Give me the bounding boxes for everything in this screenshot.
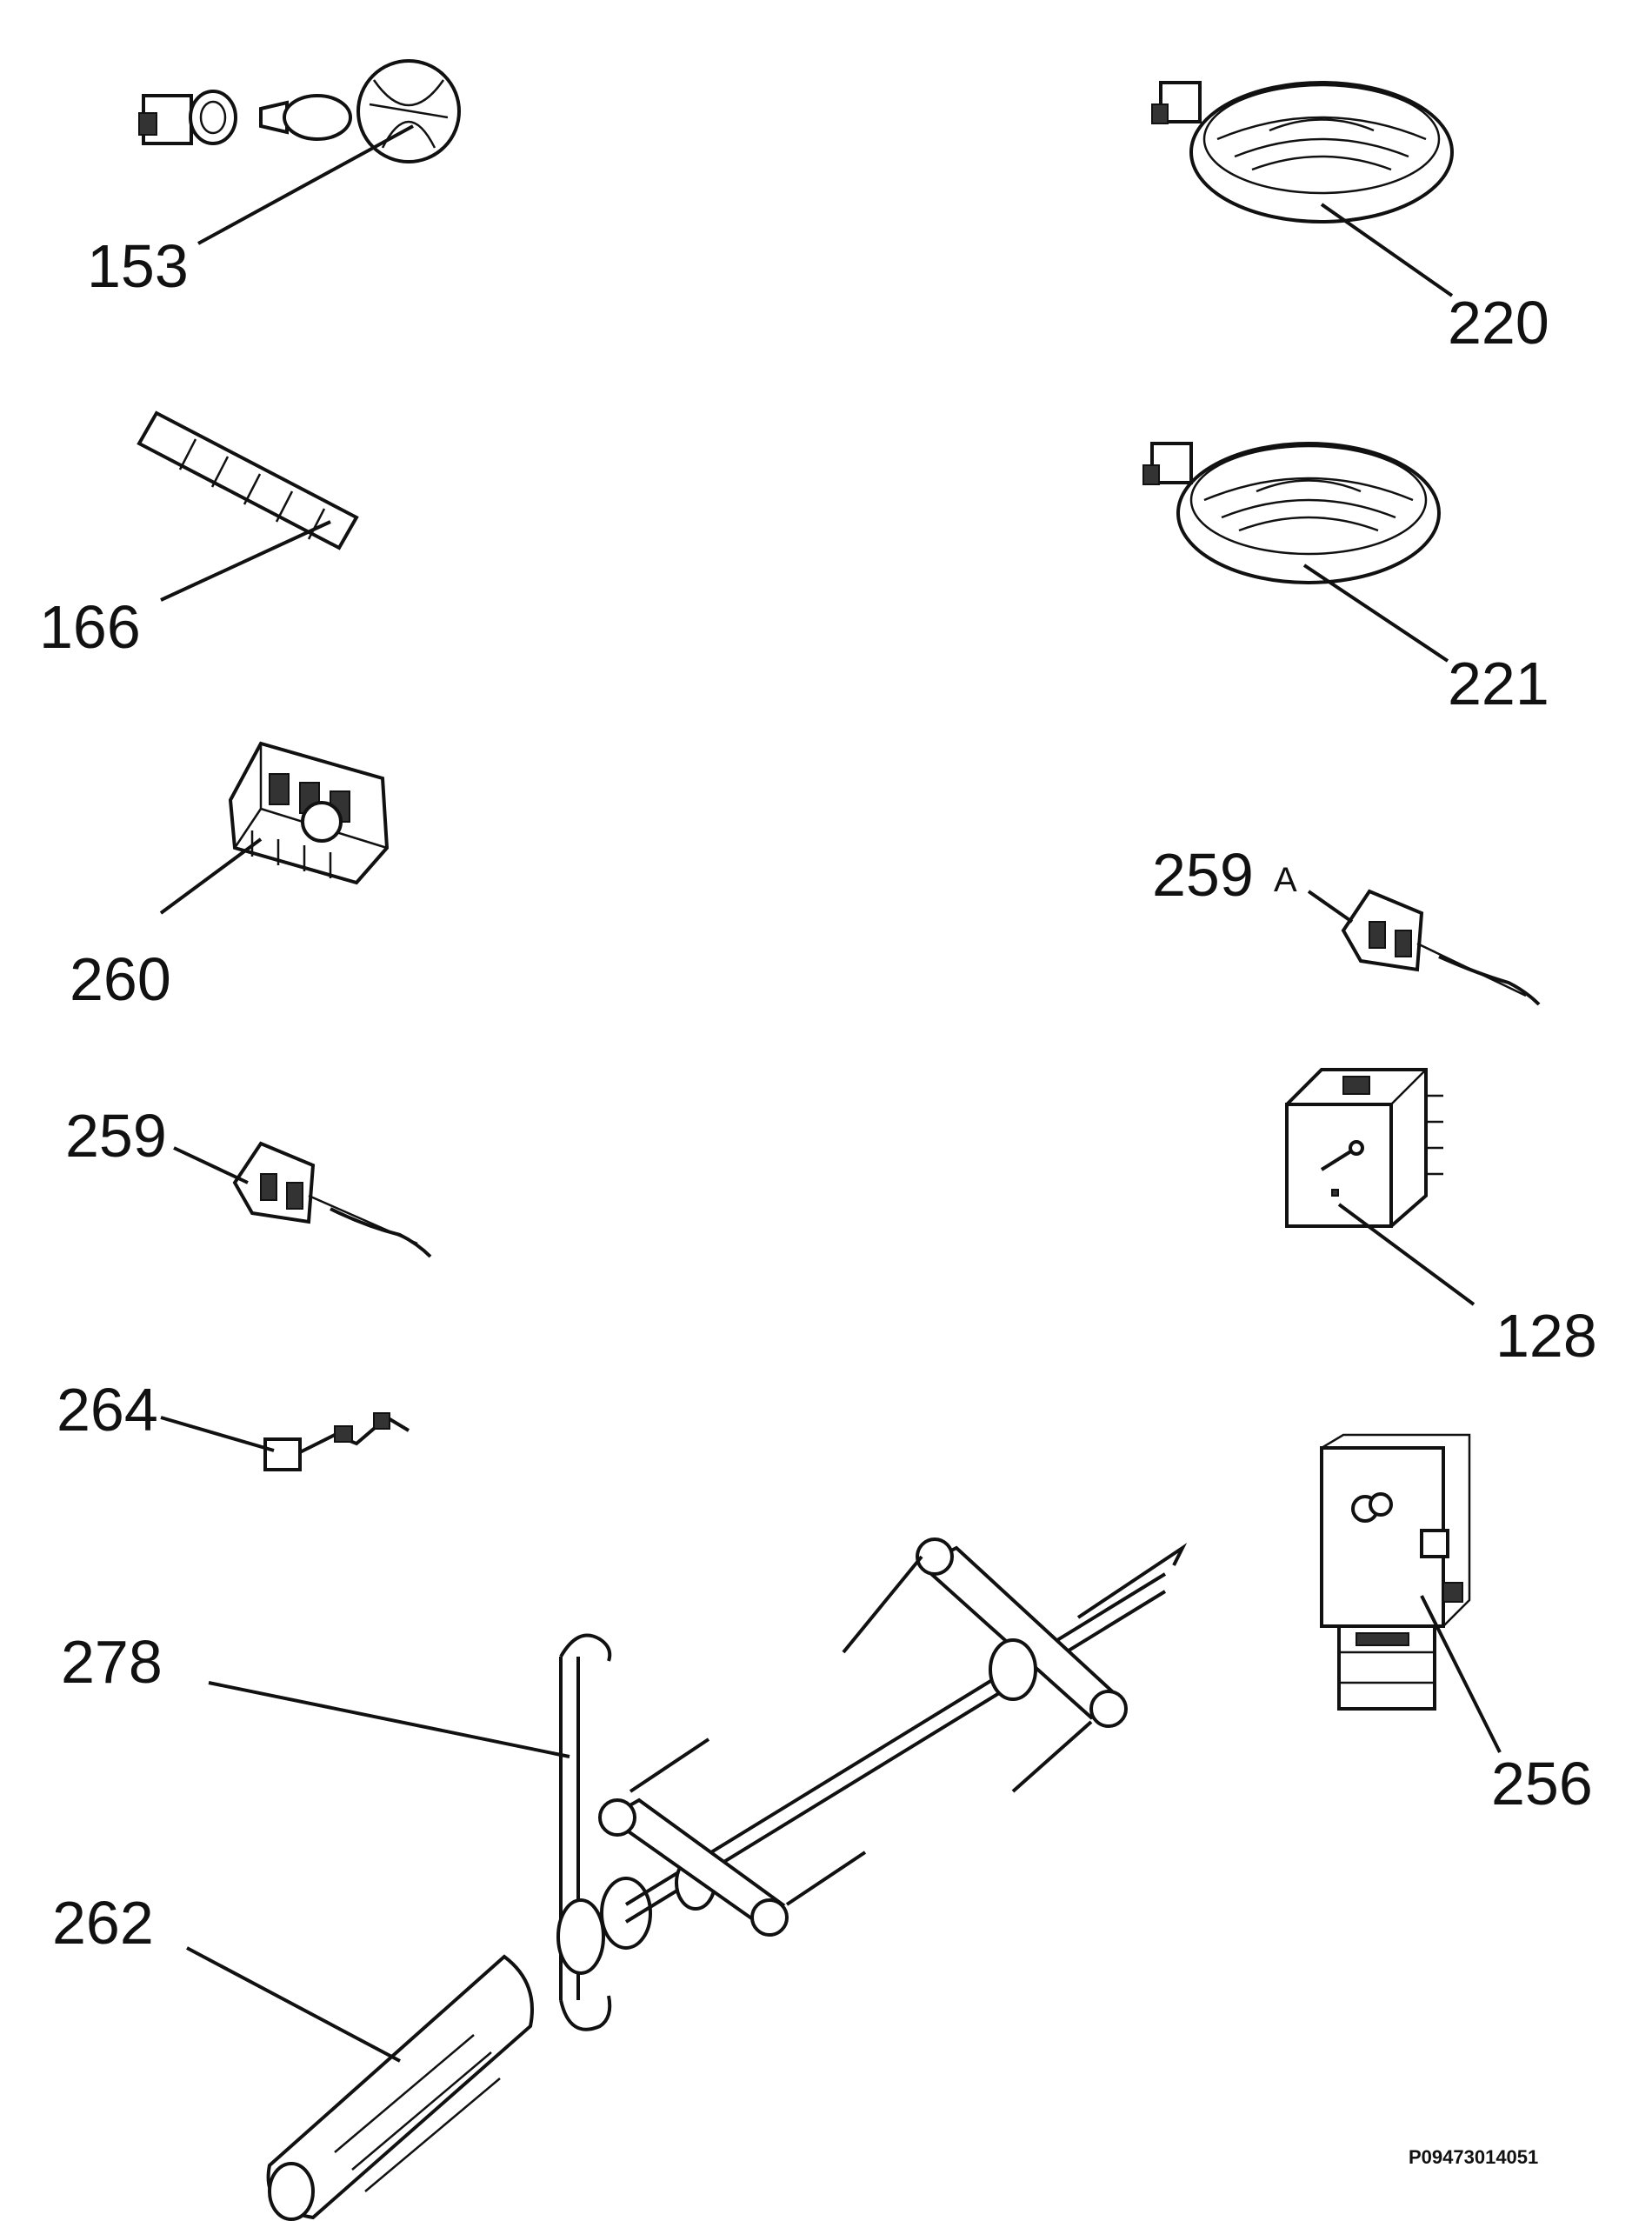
- label-259a-suffix: A: [1274, 861, 1297, 899]
- part-166-label-strip: [137, 410, 359, 550]
- label-278: 278: [61, 1628, 163, 1696]
- label-128: 128: [1495, 1302, 1597, 1370]
- part-221-heating-element: [1142, 442, 1441, 584]
- drawing-code: P09473014051: [1409, 2146, 1538, 2168]
- leader-line-256: [1420, 1595, 1502, 1753]
- label-166: 166: [39, 593, 141, 661]
- leader-line-220: [1320, 203, 1454, 297]
- part-153-lamp-assembly: [138, 59, 461, 163]
- leader-line-262: [186, 1946, 401, 2063]
- label-221: 221: [1448, 650, 1549, 717]
- label-264: 264: [57, 1376, 158, 1444]
- leader-line-259: [173, 1146, 249, 1184]
- leader-line-166: [160, 520, 331, 602]
- leader-line-221: [1302, 564, 1449, 663]
- leader-line-264: [160, 1416, 275, 1452]
- leader-line-128: [1337, 1203, 1475, 1306]
- leader-line-153: [197, 124, 414, 245]
- part-264-connector: [263, 1412, 410, 1471]
- label-260: 260: [70, 945, 171, 1013]
- leader-line-260: [159, 837, 263, 915]
- leader-line-259a: [1307, 890, 1354, 924]
- label-220: 220: [1448, 289, 1549, 357]
- part-262-spit-handle: [266, 1954, 534, 2221]
- part-260-selector-switch: [228, 741, 390, 885]
- part-128-control-unit: [1285, 1068, 1443, 1228]
- label-259a: 259: [1152, 841, 1254, 909]
- label-262: 262: [52, 1889, 154, 1957]
- label-256: 256: [1491, 1750, 1593, 1817]
- part-259a-thermostat: [1341, 889, 1541, 1006]
- part-220-heating-element: [1151, 81, 1454, 223]
- part-259-thermostat: [232, 1141, 432, 1258]
- label-259: 259: [65, 1102, 167, 1170]
- label-153: 153: [87, 232, 189, 300]
- part-256-energy-regulator: [1320, 1433, 1471, 1711]
- part-278-rotisserie-spit: [556, 1537, 1188, 2031]
- leader-line-278: [208, 1681, 570, 1758]
